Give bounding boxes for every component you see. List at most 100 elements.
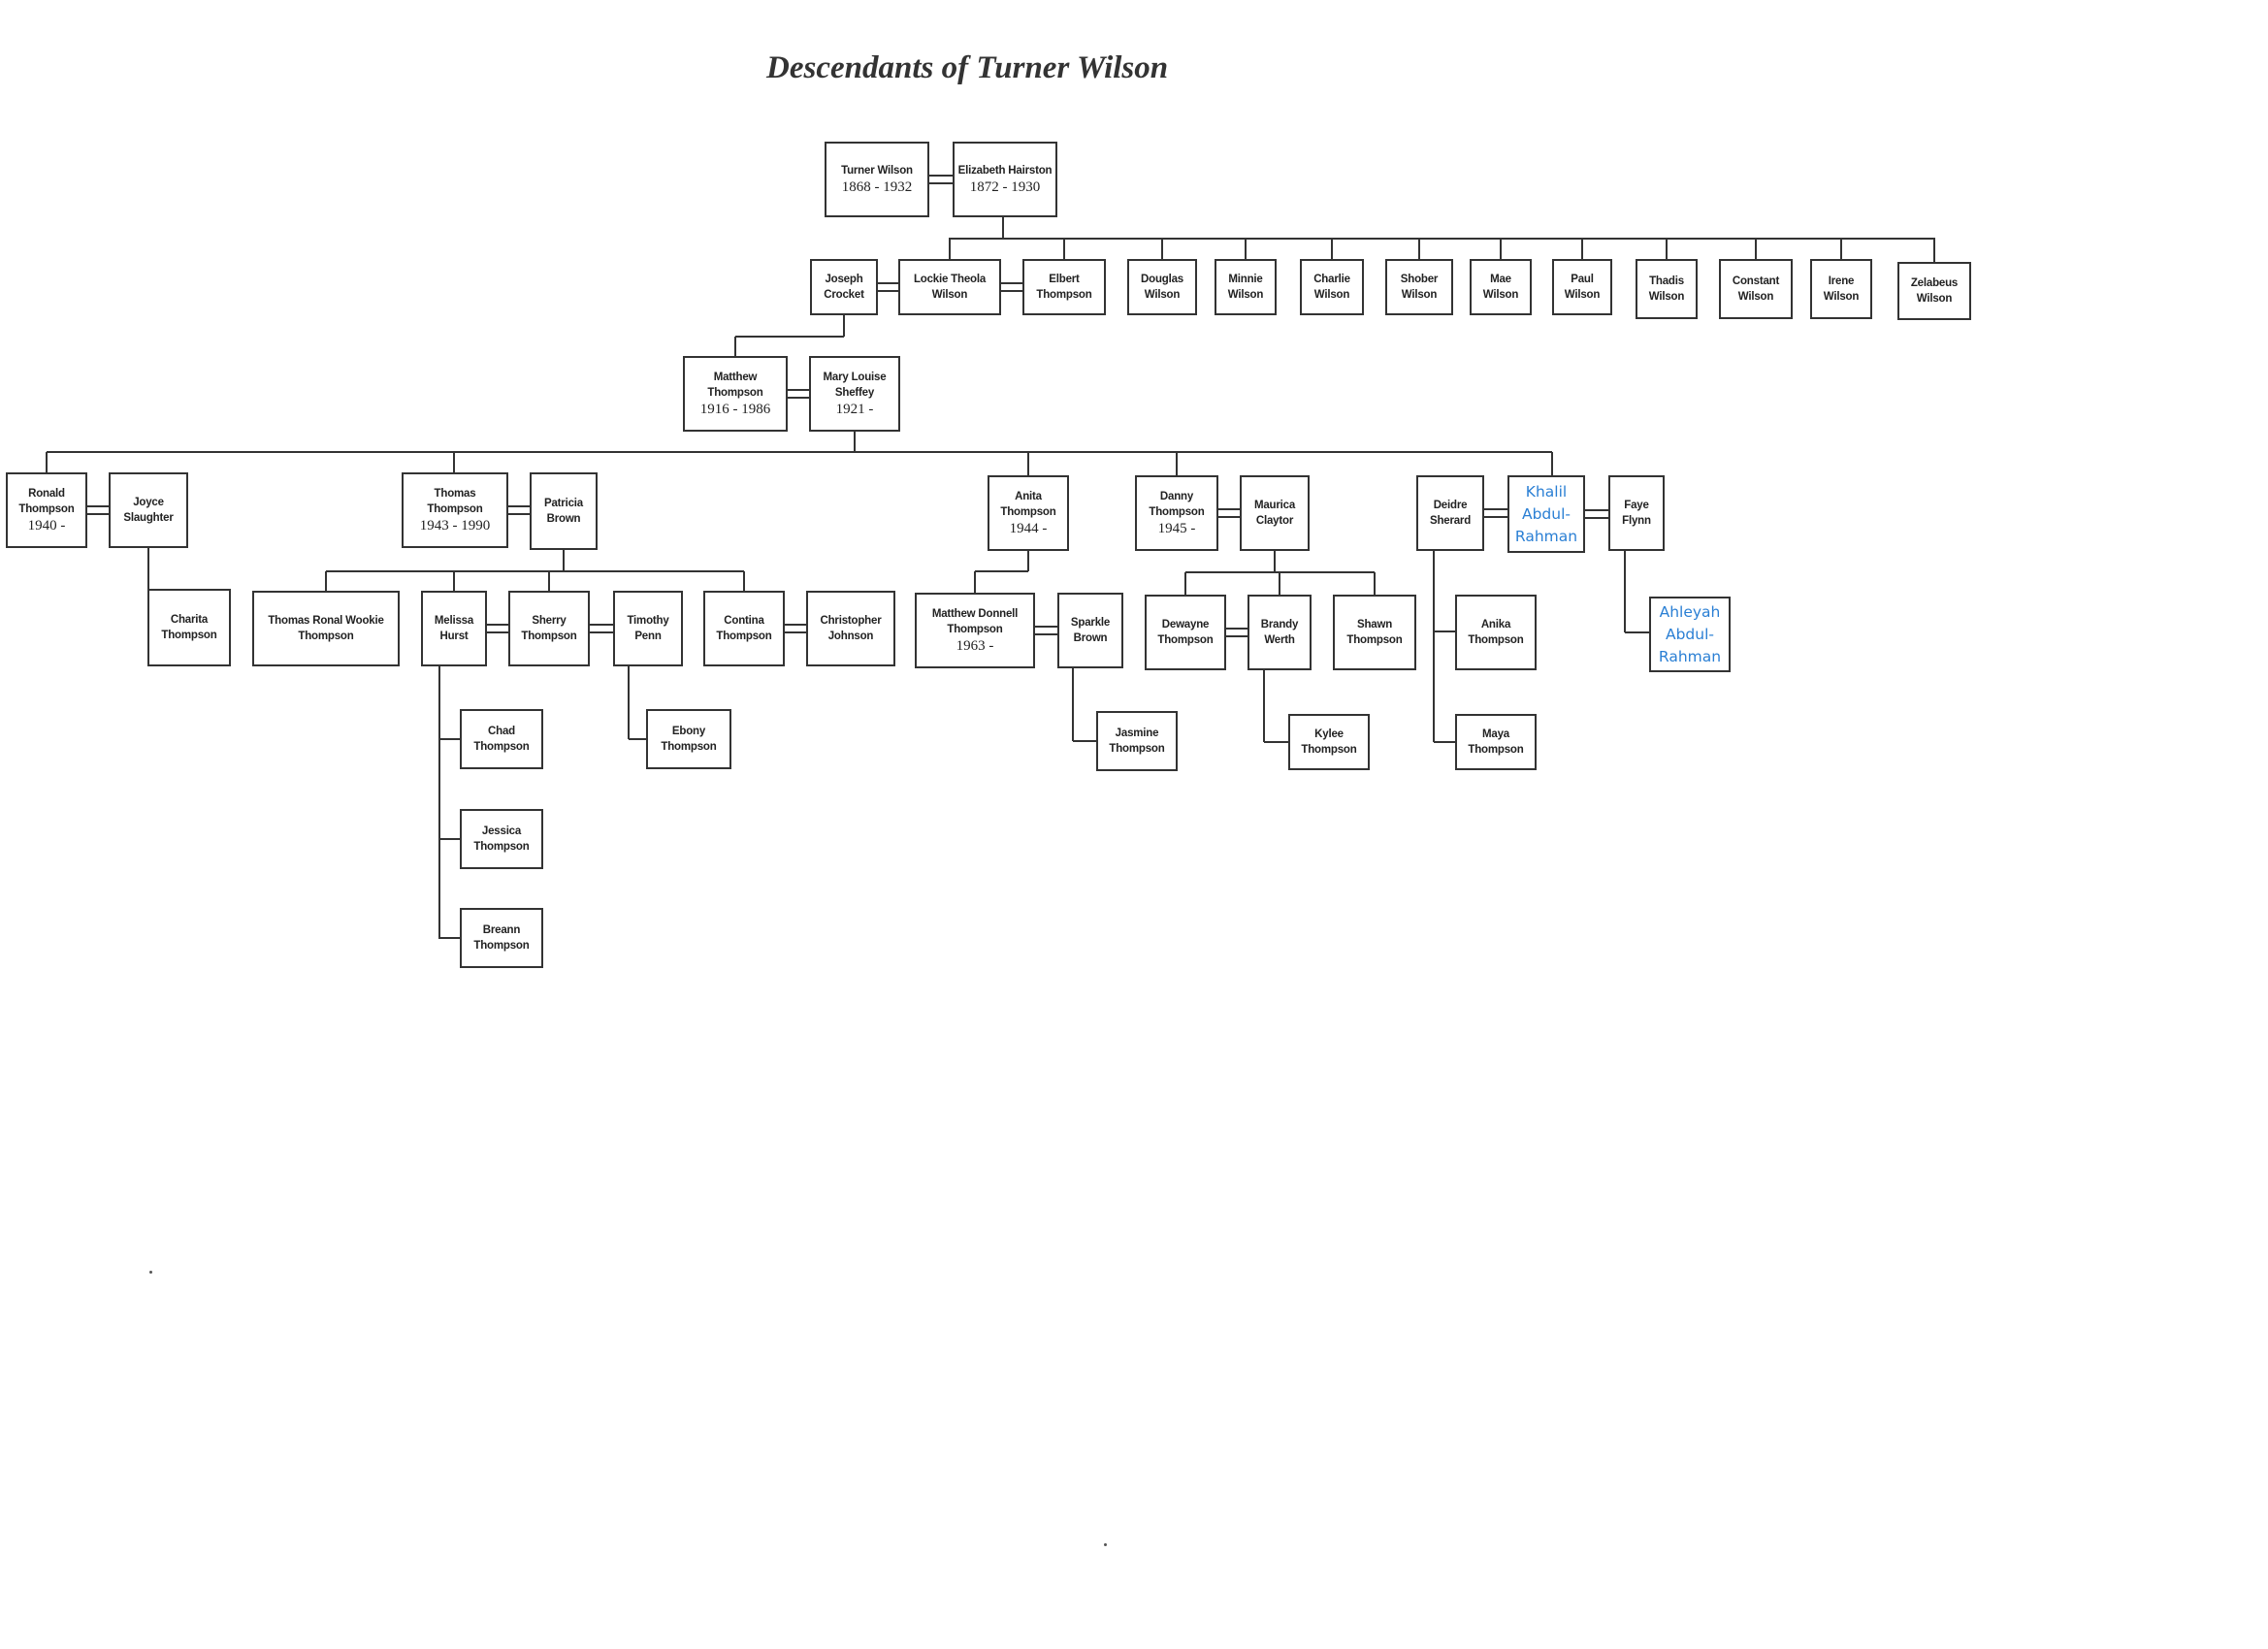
person-box-lockie: Lockie Theola Wilson [898, 259, 1001, 315]
person-box-sherry: Sherry Thompson [508, 591, 590, 666]
person-box-melissa: Melissa Hurst [421, 591, 487, 666]
person-box-faye: Faye Flynn [1608, 475, 1665, 551]
person-box-joseph: Joseph Crocket [810, 259, 878, 315]
person-box-christopher: Christopher Johnson [806, 591, 895, 666]
person-box-deidre: Deidre Sherard [1416, 475, 1484, 551]
person-name: Thadis Wilson [1648, 275, 1685, 303]
person-name: Chad Thompson [473, 726, 530, 753]
person-name: Anika Thompson [1468, 619, 1524, 646]
person-box-shober: Shober Wilson [1385, 259, 1453, 315]
person-box-douglas: Douglas Wilson [1127, 259, 1197, 315]
person-box-patricia: Patricia Brown [530, 472, 598, 550]
person-box-matthewdonnell: Matthew Donnell Thompson 1963 - [915, 593, 1035, 668]
person-box-ebony: Ebony Thompson [646, 709, 731, 769]
person-box-maurica: Maurica Claytor [1240, 475, 1310, 551]
person-dates: 1916 - 1986 [699, 402, 771, 417]
person-name: Jasmine Thompson [1109, 728, 1165, 755]
person-name: Joseph Crocket [824, 274, 864, 301]
person-box-charlie: Charlie Wilson [1300, 259, 1364, 315]
person-box-matthew: Matthew Thompson 1916 - 1986 [683, 356, 788, 432]
person-name: Ahleyah Abdul-Rahman [1658, 602, 1722, 665]
person-name: Christopher Johnson [820, 615, 882, 642]
person-name: Minnie Wilson [1227, 274, 1264, 301]
person-box-maya: Maya Thompson [1455, 714, 1537, 770]
person-box-thomas: Thomas Thompson 1943 - 1990 [402, 472, 508, 548]
chart-title: Descendants of Turner Wilson [766, 50, 1169, 85]
person-dates: 1940 - [27, 518, 66, 534]
person-name: Elizabeth Hairston [957, 165, 1053, 177]
person-name: Thomas Ronal Wookie Thompson [268, 615, 384, 642]
person-name: Thomas Thompson [427, 488, 483, 515]
person-name: Mae Wilson [1482, 274, 1519, 301]
person-name: Maurica Claytor [1253, 500, 1296, 527]
person-dates: 1944 - [1009, 521, 1048, 536]
person-name: Sherry Thompson [521, 615, 577, 642]
person-name: Timothy Penn [627, 615, 669, 642]
person-box-ahleyah: Ahleyah Abdul-Rahman [1649, 597, 1731, 672]
person-name: Deidre Sherard [1429, 500, 1472, 527]
person-name: Danny Thompson [1149, 491, 1205, 518]
person-name: Melissa Hurst [434, 615, 474, 642]
person-name: Joyce Slaughter [123, 497, 174, 524]
person-box-chad: Chad Thompson [460, 709, 543, 769]
person-dates: 1943 - 1990 [419, 518, 491, 534]
person-name: Kylee Thompson [1301, 728, 1357, 756]
person-box-breann: Breann Thompson [460, 908, 543, 968]
person-name: Dewayne Thompson [1157, 619, 1214, 646]
person-box-irene: Irene Wilson [1810, 259, 1872, 319]
person-box-turner: Turner Wilson 1868 - 1932 [825, 142, 929, 217]
person-name: Contina Thompson [716, 615, 772, 642]
person-name: Turner Wilson [841, 165, 913, 177]
person-box-joyce: Joyce Slaughter [109, 472, 188, 548]
person-name: Patricia Brown [544, 498, 583, 525]
person-name: Mary Louise Sheffey [823, 372, 887, 399]
person-name: Irene Wilson [1823, 275, 1860, 303]
person-dates: 1963 - [956, 638, 994, 654]
person-box-mae: Mae Wilson [1470, 259, 1532, 315]
person-box-khalil: Khalil Abdul-Rahman [1507, 475, 1585, 553]
person-box-zelabeus: Zelabeus Wilson [1897, 262, 1971, 320]
person-box-ronald: Ronald Thompson 1940 - [6, 472, 87, 548]
person-name: Charita Thompson [161, 614, 217, 641]
person-name: Faye Flynn [1622, 500, 1651, 527]
person-name: Jessica Thompson [473, 825, 530, 853]
person-box-contina: Contina Thompson [703, 591, 785, 666]
person-name: Zelabeus Wilson [1910, 277, 1959, 305]
person-name: Ebony Thompson [661, 726, 717, 753]
person-name: Khalil Abdul-Rahman [1514, 482, 1578, 545]
person-box-minnie: Minnie Wilson [1215, 259, 1277, 315]
person-dates: 1868 - 1932 [841, 179, 913, 195]
person-box-constant: Constant Wilson [1719, 259, 1793, 319]
person-name: Matthew Donnell Thompson [931, 608, 1019, 635]
person-name: Lockie Theola Wilson [913, 274, 987, 301]
person-box-charita: Charita Thompson [147, 589, 231, 666]
person-name: Breann Thompson [473, 924, 530, 952]
scan-speck [149, 1271, 152, 1274]
person-box-timothy: Timothy Penn [613, 591, 683, 666]
person-box-dewayne: Dewayne Thompson [1145, 595, 1226, 670]
person-box-sparkle: Sparkle Brown [1057, 593, 1123, 668]
scan-speck [1104, 1543, 1107, 1546]
person-name: Ronald Thompson [18, 488, 75, 515]
person-box-kylee: Kylee Thompson [1288, 714, 1370, 770]
person-name: Maya Thompson [1468, 728, 1524, 756]
person-name: Constant Wilson [1732, 275, 1780, 303]
person-name: Matthew Thompson [707, 372, 763, 399]
person-box-jasmine: Jasmine Thompson [1096, 711, 1178, 771]
person-name: Elbert Thompson [1036, 274, 1092, 301]
person-name: Sparkle Brown [1070, 617, 1111, 644]
person-box-thadis: Thadis Wilson [1636, 259, 1698, 319]
person-box-elbert: Elbert Thompson [1022, 259, 1106, 315]
person-name: Douglas Wilson [1141, 274, 1183, 301]
person-name: Shawn Thompson [1346, 619, 1403, 646]
person-dates: 1945 - [1157, 521, 1196, 536]
person-name: Shober Wilson [1400, 274, 1439, 301]
person-name: Brandy Werth [1260, 619, 1299, 646]
person-box-shawn: Shawn Thompson [1333, 595, 1416, 670]
person-box-jessica: Jessica Thompson [460, 809, 543, 869]
